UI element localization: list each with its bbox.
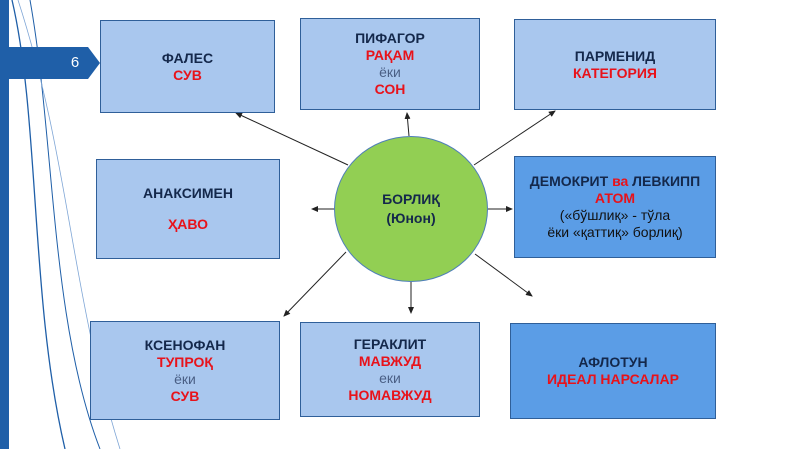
box-parmenides-name: ПАРМЕНИД — [574, 47, 656, 64]
box-heraclitus: ГЕРАКЛИТ МАВЖУД еки НОМАВЖУД — [300, 322, 480, 417]
arrow-to-thales — [235, 112, 349, 166]
box-anaximenes-value: ҲАВО — [167, 216, 209, 232]
center-line1: БОРЛИҚ — [382, 191, 440, 207]
box-parmenides-value: КАТЕГОРИЯ — [573, 64, 657, 81]
box-pythagoras-value1: РАҚАМ — [365, 47, 415, 63]
left-accent-bar — [0, 0, 9, 449]
box-heraclitus-conj: еки — [379, 369, 401, 386]
box-pythagoras-conj: ёки — [379, 64, 401, 80]
box-xenophanes-value2: СУВ — [170, 387, 200, 404]
center-being-circle: БОРЛИҚ (Юнон) — [334, 136, 488, 282]
box-xenophanes-name: КСЕНОФАН — [144, 336, 226, 353]
box-anaximenes: АНАКСИМЕН ҲАВО — [96, 159, 280, 259]
box-democritus-conj: ва — [612, 173, 629, 189]
page-number: 6 — [70, 54, 80, 71]
arrow-to-pythagoras — [404, 112, 411, 137]
box-thales-name: ФАЛЕС — [161, 49, 214, 66]
arrow-to-parmenides — [473, 110, 556, 166]
page-number-tag — [0, 47, 100, 79]
box-xenophanes: КСЕНОФАН ТУПРОҚ ёки СУВ — [90, 321, 280, 420]
box-xenophanes-conj: ёки — [174, 370, 196, 387]
box-democritus-name1: ДЕМОКРИТ — [529, 173, 609, 189]
box-parmenides: ПАРМЕНИД КАТЕГОРИЯ — [514, 19, 716, 110]
box-thales: ФАЛЕС СУВ — [100, 20, 275, 113]
box-thales-value: СУВ — [173, 66, 202, 83]
box-pythagoras-value2: СОН — [374, 81, 406, 97]
box-heraclitus-value2: НОМАВЖУД — [348, 386, 432, 403]
box-plato-value: ИДЕАЛ НАРСАЛАР — [547, 371, 679, 387]
box-pythagoras-name: ПИФАГОР — [355, 30, 425, 46]
arrow-to-xenophanes — [283, 251, 347, 317]
box-xenophanes-value1: ТУПРОҚ — [157, 353, 213, 370]
box-heraclitus-value1: МАВЖУД — [358, 352, 422, 369]
box-democritus: ДЕМОКРИТ ва ЛЕВКИПП АТОМ («бўшлиқ» - тўл… — [514, 156, 716, 258]
box-democritus-name2: ЛЕВКИПП — [632, 173, 701, 189]
center-line2: (Юнон) — [386, 210, 436, 226]
box-democritus-line3: («бўшлиқ» - тўла — [559, 207, 671, 223]
box-plato-name: АФЛОТУН — [578, 354, 648, 370]
box-plato: АФЛОТУН ИДЕАЛ НАРСАЛАР — [510, 323, 716, 419]
box-heraclitus-name: ГЕРАКЛИТ — [353, 335, 427, 352]
box-democritus-line4: ёки «қаттиқ» борлиқ) — [547, 224, 683, 240]
arrow-to-plato — [474, 253, 533, 297]
box-anaximenes-name: АНАКСИМЕН — [143, 185, 233, 201]
box-pythagoras: ПИФАГОР РАҚАМ ёки СОН — [300, 18, 480, 110]
box-democritus-title: ДЕМОКРИТ ва ЛЕВКИПП — [530, 173, 700, 190]
box-democritus-value: АТОМ — [594, 190, 636, 206]
